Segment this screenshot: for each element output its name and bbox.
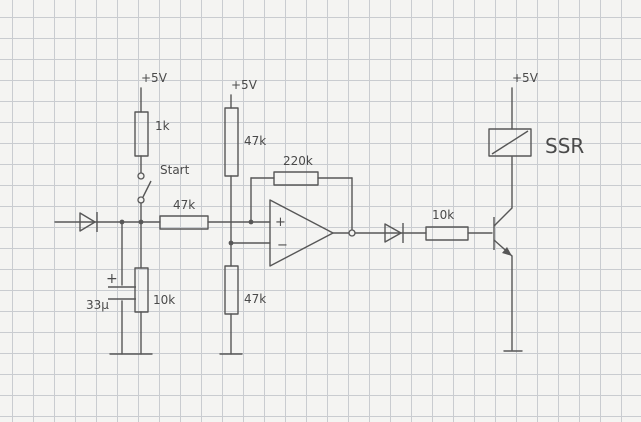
resistor-1k	[134, 111, 149, 157]
resistor-10k-base	[425, 226, 469, 241]
resistor-10k-shunt	[134, 267, 149, 313]
divider-top-value-label: 47k	[244, 134, 266, 148]
opamp-plus-label: +	[275, 215, 286, 230]
series-value-label: 47k	[173, 198, 195, 212]
input-diode	[79, 212, 98, 232]
resistor-47k-divider-top	[224, 107, 239, 177]
shunt-value-label: 10k	[153, 293, 175, 307]
pullup-value-label: 1k	[155, 119, 170, 133]
switch-contact-top	[137, 172, 145, 180]
divider-bottom-value-label: 47k	[244, 292, 266, 306]
switch-label: Start	[160, 163, 190, 177]
vcc-label-left: +5V	[141, 71, 168, 85]
opamp-minus-label: −	[277, 238, 288, 253]
base-value-label: 10k	[432, 208, 454, 222]
feedback-value-label: 220k	[283, 154, 313, 168]
cap-value-label: 33µ	[86, 298, 109, 312]
vcc-label-mid: +5V	[231, 78, 258, 92]
ssr-relay-coil	[488, 128, 532, 157]
vcc-label-right: +5V	[512, 71, 539, 85]
resistor-47k-series	[159, 215, 209, 230]
switch-contact-bottom	[137, 196, 145, 204]
capacitor-33u	[108, 286, 136, 300]
relay-label: SSR	[545, 134, 584, 158]
npn-transistor	[493, 207, 513, 257]
opamp-output-node	[348, 229, 356, 237]
output-diode	[384, 223, 404, 243]
start-switch-lever	[142, 180, 152, 198]
cap-plus-label: +	[106, 271, 118, 287]
resistor-47k-divider-bottom	[224, 265, 239, 315]
resistor-220k-feedback	[273, 171, 319, 186]
op-amp-triangle	[269, 199, 334, 267]
